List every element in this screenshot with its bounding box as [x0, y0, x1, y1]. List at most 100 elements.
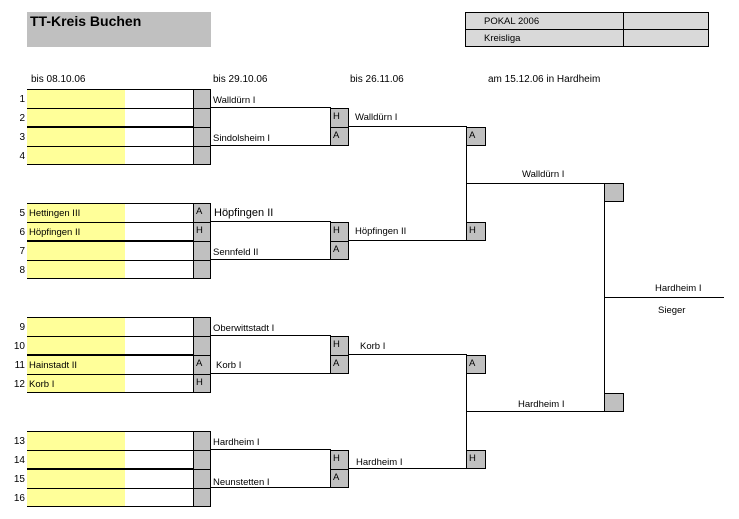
home-away-box[interactable]: H	[330, 108, 349, 128]
home-away-box[interactable]	[193, 108, 211, 128]
home-away-box[interactable]	[193, 89, 211, 109]
team-slot[interactable]	[27, 222, 125, 241]
home-away-box[interactable]	[193, 127, 211, 147]
row-number: 3	[19, 132, 25, 143]
team-slot[interactable]	[27, 146, 125, 165]
bracket-line	[604, 297, 724, 298]
team-slot[interactable]	[27, 469, 125, 488]
team-name: Korb I	[29, 379, 55, 390]
home-away-box[interactable]	[193, 260, 211, 279]
bracket-line	[27, 89, 211, 90]
home-away-box[interactable]: H	[330, 336, 349, 356]
bracket-line	[211, 221, 331, 222]
team-slot[interactable]	[27, 127, 125, 146]
bracket-line	[211, 145, 331, 146]
liga-cell: Kreisliga	[465, 29, 624, 47]
home-away-box[interactable]	[193, 431, 211, 451]
home-away-box[interactable]: A	[466, 355, 486, 374]
team-slot[interactable]	[27, 374, 125, 393]
team-name: Hardheim I	[213, 437, 260, 448]
row-number: 4	[19, 151, 25, 162]
team-slot[interactable]	[27, 203, 125, 222]
team-name: Neunstetten I	[213, 477, 270, 488]
home-away-box[interactable]	[193, 317, 211, 337]
team-slot[interactable]	[27, 89, 125, 108]
bracket-line	[27, 506, 211, 507]
home-away-box[interactable]: A	[330, 355, 349, 374]
home-away-box[interactable]: A	[330, 241, 349, 260]
bracket-line	[27, 450, 211, 451]
home-away-box[interactable]: H	[466, 450, 486, 469]
team-slot[interactable]	[27, 241, 125, 260]
round4-date: am 15.12.06 in Hardheim	[488, 74, 601, 85]
team-name: Korb I	[216, 360, 242, 371]
team-slot[interactable]	[27, 431, 125, 450]
team-name: Sindolsheim I	[213, 133, 271, 144]
round3-date: bis 26.11.06	[350, 74, 404, 85]
row-number: 11	[14, 360, 25, 371]
home-away-box[interactable]: A	[330, 127, 349, 146]
home-away-box[interactable]	[193, 146, 211, 165]
home-away-box[interactable]: A	[330, 469, 349, 488]
home-away-box[interactable]	[193, 488, 211, 507]
team-name: Hainstadt II	[29, 360, 78, 371]
row-number: 16	[13, 493, 25, 504]
bracket-line	[211, 335, 331, 336]
home-away-box[interactable]	[604, 393, 624, 412]
team-name: Walldürn I	[213, 95, 256, 106]
bracket-line	[466, 183, 604, 184]
home-away-box[interactable]: A	[466, 127, 486, 146]
home-away-box[interactable]: H	[330, 222, 349, 242]
team-name: Walldürn I	[522, 169, 565, 180]
team-slot[interactable]	[27, 317, 125, 336]
info-cell-empty-1	[623, 12, 709, 30]
team-slot[interactable]	[27, 336, 125, 355]
home-away-box[interactable]: H	[193, 374, 211, 393]
bracket-line	[27, 354, 211, 356]
home-away-box[interactable]: A	[193, 203, 211, 223]
winner-name: Hardheim I	[655, 283, 702, 294]
home-away-box[interactable]	[604, 183, 624, 202]
home-away-box[interactable]	[193, 241, 211, 261]
team-name: Sennfeld II	[213, 247, 259, 258]
bracket-line	[27, 317, 211, 318]
row-number: 6	[19, 227, 25, 238]
team-name: Hettingen III	[29, 208, 81, 219]
bracket-line	[27, 468, 211, 470]
row-number: 5	[19, 208, 25, 219]
bracket-line	[349, 354, 467, 355]
row-number: 15	[13, 474, 25, 485]
row-number: 1	[19, 94, 25, 105]
bracket-line	[27, 488, 211, 489]
row-number: 14	[13, 455, 25, 466]
bracket-line	[211, 259, 331, 260]
team-name: Höpfingen II	[29, 227, 81, 238]
home-away-box[interactable]	[193, 450, 211, 470]
page-title: TT-Kreis Buchen	[30, 13, 142, 29]
home-away-box[interactable]: H	[466, 222, 486, 241]
home-away-box[interactable]: H	[193, 222, 211, 242]
row-number: 9	[19, 322, 25, 333]
home-away-box[interactable]: A	[193, 355, 211, 375]
bracket-line	[27, 146, 211, 147]
bracket-line	[27, 126, 211, 128]
row-number: 10	[13, 341, 25, 352]
home-away-box[interactable]	[193, 469, 211, 489]
home-away-box[interactable]	[193, 336, 211, 356]
team-slot[interactable]	[27, 260, 125, 279]
team-slot[interactable]	[27, 108, 125, 127]
home-away-box[interactable]: H	[330, 450, 349, 470]
winner-label: Sieger	[658, 305, 686, 316]
bracket-line	[27, 108, 211, 109]
team-name: Korb I	[360, 341, 386, 352]
pokal-cell: POKAL 2006	[465, 12, 624, 30]
bracket-line	[27, 164, 211, 165]
row-number: 13	[13, 436, 25, 447]
team-slot[interactable]	[27, 355, 125, 374]
team-name: Hardheim I	[518, 399, 565, 410]
info-cell-empty-2	[623, 29, 709, 47]
bracket-line	[27, 260, 211, 261]
bracket-line	[211, 449, 331, 450]
team-slot[interactable]	[27, 488, 125, 507]
team-slot[interactable]	[27, 450, 125, 469]
